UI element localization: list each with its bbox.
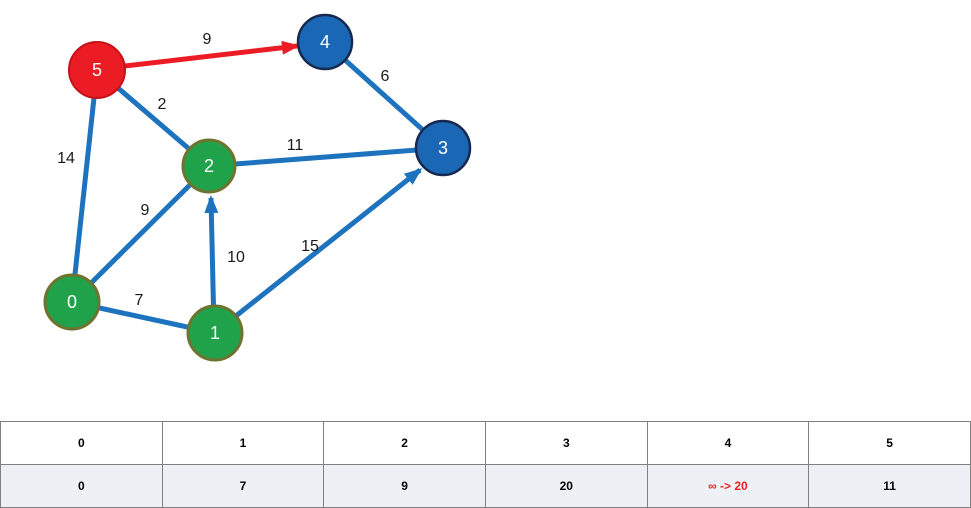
- node-5: [68, 41, 126, 99]
- node-label-2: 2: [204, 156, 214, 176]
- edge-5-4: [98, 40, 300, 72]
- edge-weight-0-1: 7: [135, 292, 144, 309]
- edge-weight-2-3: 11: [287, 137, 304, 154]
- graph-canvas: 5 4 3 2 0 1 14 2 9 7 11 6 10 15 9: [43, 13, 472, 362]
- node-label-1: 1: [210, 323, 220, 343]
- edge-weight-5-4: 9: [203, 31, 212, 48]
- edge-weight-5-2: 2: [158, 96, 167, 113]
- table-header-cell-1: 1: [161, 421, 325, 465]
- table-header-cell-3: 3: [484, 421, 648, 465]
- table-value-cell-2: 9: [323, 464, 486, 508]
- nodes-layer: 5 4 3 2 0 1: [43, 13, 472, 362]
- node-label-3: 3: [438, 138, 448, 158]
- edge-weight-4-3: 6: [381, 68, 390, 85]
- edge-2-3: [208, 145, 444, 169]
- node-0: [43, 273, 101, 331]
- edges-layer: [69, 40, 445, 336]
- edge-weight-5-0: 14: [57, 150, 75, 167]
- node-1: [186, 304, 244, 362]
- node-label-0: 0: [67, 292, 77, 312]
- table-value-cell-4: ∞ -> 20: [646, 464, 810, 508]
- table-value-cell-3: 20: [484, 464, 648, 508]
- edge-1-3: [215, 168, 423, 333]
- node-2: [181, 138, 237, 194]
- edge-0-2: [70, 164, 211, 304]
- node-4: [296, 13, 354, 71]
- table-header-cell-5: 5: [808, 421, 971, 465]
- edge-weight-1-2: 10: [227, 249, 245, 266]
- table-value-cell-1: 7: [161, 464, 325, 508]
- table-value-cell-5: 11: [808, 464, 971, 508]
- graph-svg: 5 4 3 2 0 1 14 2 9 7 11 6 10 15 9: [43, 13, 472, 362]
- edge-labels-layer: 14 2 9 7 11 6 10 15 9: [57, 31, 389, 309]
- table-header-cell-0: 0: [0, 421, 163, 465]
- table-header-cell-4: 4: [646, 421, 810, 465]
- table-value-cell-0: 0: [0, 464, 163, 508]
- edge-5-0: [69, 69, 100, 303]
- node-3: [414, 119, 472, 177]
- edge-weight-1-3: 15: [301, 238, 319, 255]
- node-label-5: 5: [92, 60, 102, 80]
- edge-weight-0-2: 9: [141, 202, 150, 219]
- table-header-cell-2: 2: [323, 421, 486, 465]
- node-label-4: 4: [320, 32, 330, 52]
